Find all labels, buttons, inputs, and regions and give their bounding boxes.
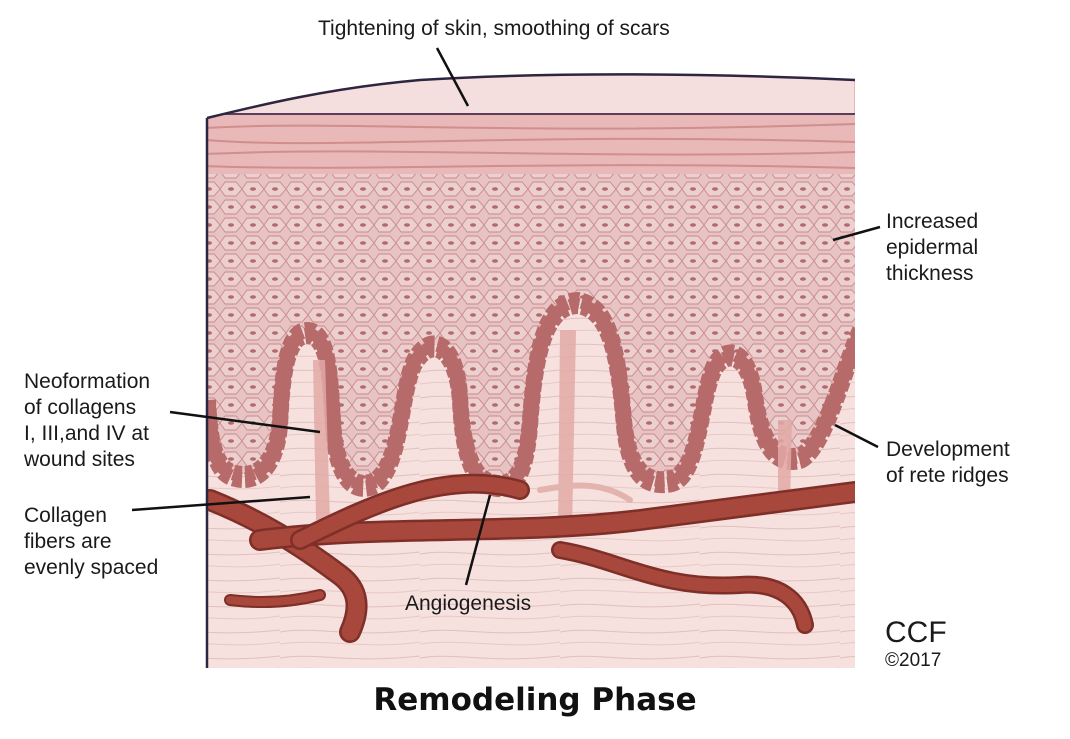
leader-collagen [131,495,311,512]
scar-band-fibers [207,123,855,169]
collagen-strands [313,330,792,530]
tissue-block [207,74,855,668]
block-top-edge [206,73,856,120]
label-neoformation: Neoformation of collagens I, III,and IV … [24,370,151,471]
label-angiogenesis: Angiogenesis [405,592,532,615]
leader-angiogenesis [464,494,492,586]
blood-vessels [207,473,855,643]
credit-year: ©2017 [885,650,942,671]
leader-epidermal [832,225,881,242]
leader-top [435,47,470,107]
label-rete-ridges: Development of rete ridges [886,438,1010,487]
leader-neoformation [169,410,321,434]
label-epidermal-thickness: Increased epidermal thickness [886,210,979,285]
leader-lines [131,47,881,586]
figure-title: Remodeling Phase [373,682,697,718]
label-collagen-fibers: Collagen fibers are evenly spaced [24,504,159,579]
leader-rete [834,423,879,449]
credit-logo: CCF [885,616,947,649]
epidermis-layer [207,170,855,484]
label-tightening: Tightening of skin, smoothing of scars [318,17,670,40]
